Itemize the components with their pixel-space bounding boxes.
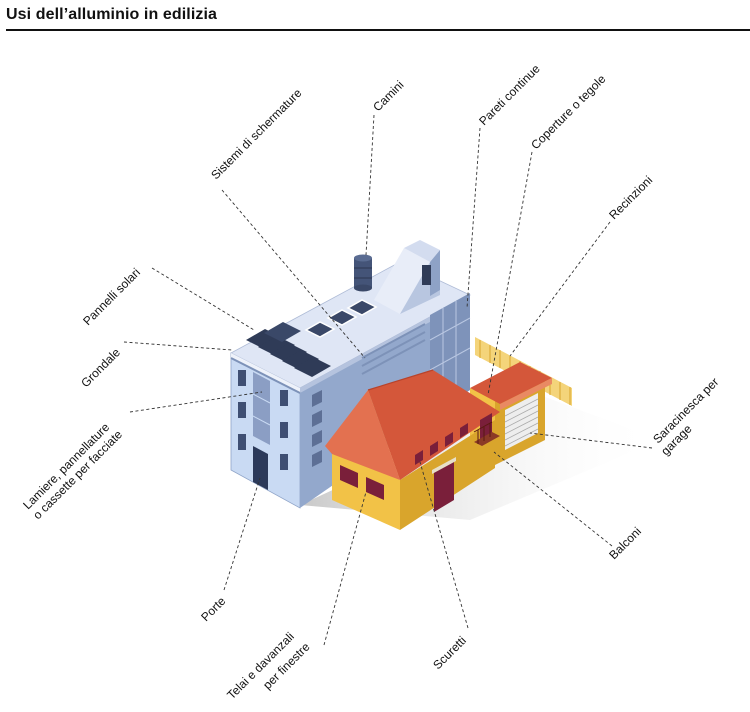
chimney-bottom <box>354 284 372 292</box>
garage-roof <box>470 362 552 404</box>
roof-door <box>422 265 431 285</box>
title-rule <box>6 29 750 31</box>
label-camini: Camini <box>370 78 406 114</box>
roof-structure-face <box>430 250 440 296</box>
facade-window <box>238 434 246 450</box>
leader-recinzioni <box>509 221 611 357</box>
leader-schermature <box>221 189 366 359</box>
roof-structure <box>374 240 440 314</box>
leader-coperture <box>487 151 533 396</box>
balcony-floor <box>474 432 500 446</box>
page-title: Usi dell’alluminio in edilizia <box>6 6 218 23</box>
facade-window <box>280 422 288 438</box>
cladding-line <box>252 393 271 404</box>
shutter-slat <box>504 428 539 447</box>
house-side-windows <box>415 423 468 465</box>
shading-louvres <box>361 323 426 375</box>
skylight <box>346 299 378 316</box>
side-small-window <box>415 450 423 465</box>
roof-edge-side <box>300 295 470 393</box>
facade-window <box>280 390 288 406</box>
roof-ridge <box>367 369 434 391</box>
curtain-transom <box>429 317 471 341</box>
roof-structure-top <box>404 240 440 262</box>
leader-telai <box>323 491 367 646</box>
louvre <box>361 323 426 359</box>
label-porte: Porte <box>198 594 228 624</box>
gutter <box>230 357 301 394</box>
leader-porte <box>223 477 261 591</box>
house-door-frame <box>432 457 456 474</box>
chimney-body <box>354 258 372 288</box>
solar-panel <box>258 336 295 356</box>
house-roof-front <box>325 390 400 480</box>
cladding-line <box>252 415 271 426</box>
label-recinzioni: Recinzioni <box>606 173 655 222</box>
leader-camini <box>365 114 375 256</box>
solar-panel <box>282 350 319 370</box>
house-window <box>366 477 384 500</box>
building-door <box>253 446 268 490</box>
side-small-window <box>430 441 438 456</box>
solar-panels <box>246 322 331 377</box>
leader-lamiere <box>129 391 263 413</box>
label-pareti: Pareti continue <box>476 61 543 128</box>
shutter-slat <box>504 410 539 429</box>
garage-roof-side <box>500 378 552 410</box>
louvre <box>361 331 426 367</box>
house-door <box>434 460 454 512</box>
leader-grondale <box>123 341 233 351</box>
leader-saracinesca <box>529 432 653 449</box>
side-small-window <box>460 423 468 438</box>
side-small-window <box>445 432 453 447</box>
leader-pannelli <box>151 267 255 331</box>
side-window <box>312 410 322 427</box>
leader-scuretti <box>419 461 469 629</box>
solar-panel <box>294 357 331 377</box>
roof-edge <box>231 353 300 393</box>
house <box>325 369 500 530</box>
skylight <box>304 321 336 338</box>
shutter-slat <box>504 398 539 417</box>
shutter-slat <box>504 422 539 441</box>
label-coperture: Coperture o tegole <box>528 72 608 152</box>
facade-window <box>238 370 246 386</box>
label-lamiere-line2: o cassette per facciate <box>30 427 125 522</box>
side-window <box>312 430 322 447</box>
side-window <box>312 450 322 467</box>
leader-pareti <box>466 127 481 309</box>
leader-lines <box>123 114 653 646</box>
facade-window <box>238 402 246 418</box>
side-window <box>312 390 322 407</box>
chimney <box>354 254 372 292</box>
roof-structure-ramp <box>374 248 430 314</box>
house-window <box>340 465 358 488</box>
louvre <box>361 339 426 375</box>
facade-window <box>280 454 288 470</box>
label-pannelli: Pannelli solari <box>80 265 143 328</box>
label-balconi: Balconi <box>606 524 644 562</box>
label-schermature: Sistemi di schermature <box>208 86 304 182</box>
facade-windows <box>238 370 288 470</box>
shutter-slat <box>504 416 539 435</box>
facade-cladding-panel <box>253 372 270 445</box>
balcony-railing <box>473 421 493 433</box>
label-lamiere-line1: Lamiere, pannellature <box>20 420 112 512</box>
curtain-transom <box>429 347 471 371</box>
side-windows <box>312 390 322 467</box>
shutter-slat <box>504 404 539 423</box>
house-roof <box>368 370 500 480</box>
label-grondale: Grondale <box>78 345 123 390</box>
label-scuretti: Scuretti <box>430 633 469 672</box>
skylight <box>326 309 358 326</box>
solar-panel <box>264 322 301 342</box>
chimney-top <box>354 254 372 262</box>
solar-panel <box>270 343 307 363</box>
